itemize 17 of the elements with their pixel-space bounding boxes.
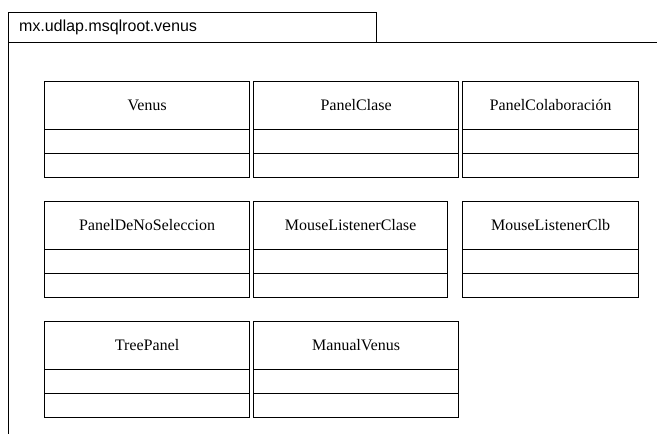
- class-name: MouseListenerClb: [490, 216, 610, 234]
- class-box: [44, 81, 250, 178]
- class-name: ManualVenus: [312, 336, 400, 354]
- class-box: [462, 81, 639, 178]
- class-name: TreePanel: [114, 336, 180, 354]
- class-name: PanelClase: [320, 96, 392, 114]
- class-box: [462, 201, 639, 298]
- class-box: [44, 321, 250, 418]
- class-box: [253, 321, 459, 418]
- package-tab: mx.udlap.msqlroot.venus: [8, 12, 377, 42]
- class-box: [44, 201, 250, 298]
- class-box: [253, 81, 459, 178]
- class-name: PanelColaboración: [490, 96, 612, 114]
- class-name: MouseListenerClase: [284, 216, 416, 234]
- class-name: PanelDeNoSeleccion: [79, 216, 215, 234]
- class-name: Venus: [127, 96, 167, 114]
- class-box: [253, 201, 448, 298]
